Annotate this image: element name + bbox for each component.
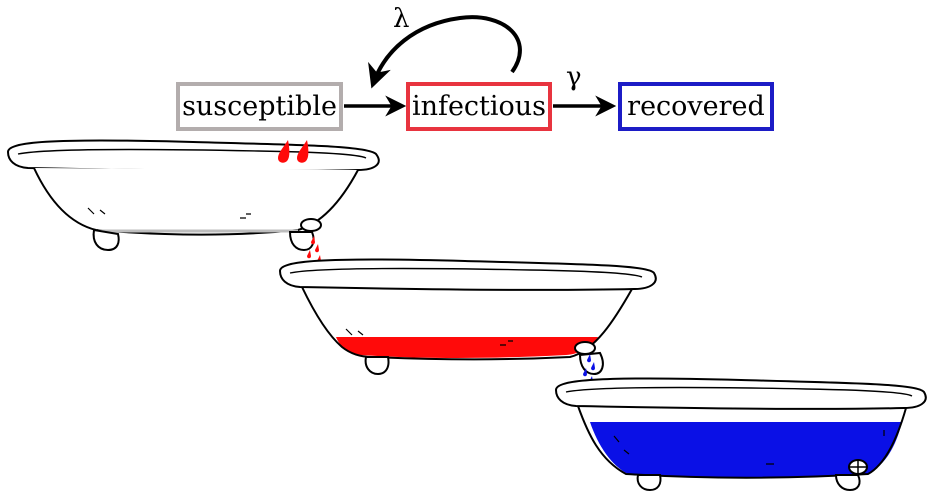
lambda-label: λ [393,4,409,34]
susceptible-label: susceptible [182,91,337,122]
tub2-drain [575,342,595,354]
recovered-label: recovered [627,91,765,122]
tub1-rim [8,140,379,170]
tub2-foot-right [580,353,603,374]
tub2-foot-left [366,357,389,374]
tub1-foot-left [94,230,119,250]
gamma-label: γ [566,62,582,92]
tub3-foot-right [836,475,860,490]
susceptible-box: susceptible [178,84,341,129]
drop-icon [307,250,311,258]
infectious-label: infectious [412,91,546,122]
tub2-water-red [336,337,598,358]
tub1-foot-right [290,232,314,250]
bathtub-susceptible [8,140,379,250]
tub2-rim [280,259,656,289]
tub1-drain [301,219,321,231]
infectious-box: infectious [408,84,550,129]
tub3-foot-left [638,475,661,490]
flow-row: susceptible infectious λ γ recovered [178,4,772,129]
drop-icon [315,244,319,252]
recovered-box: recovered [620,84,772,129]
tub3-drain-plug [849,460,867,474]
bathtub-recovered [556,378,926,490]
bathtub-infectious [280,259,656,374]
tub3-rim [556,378,926,408]
